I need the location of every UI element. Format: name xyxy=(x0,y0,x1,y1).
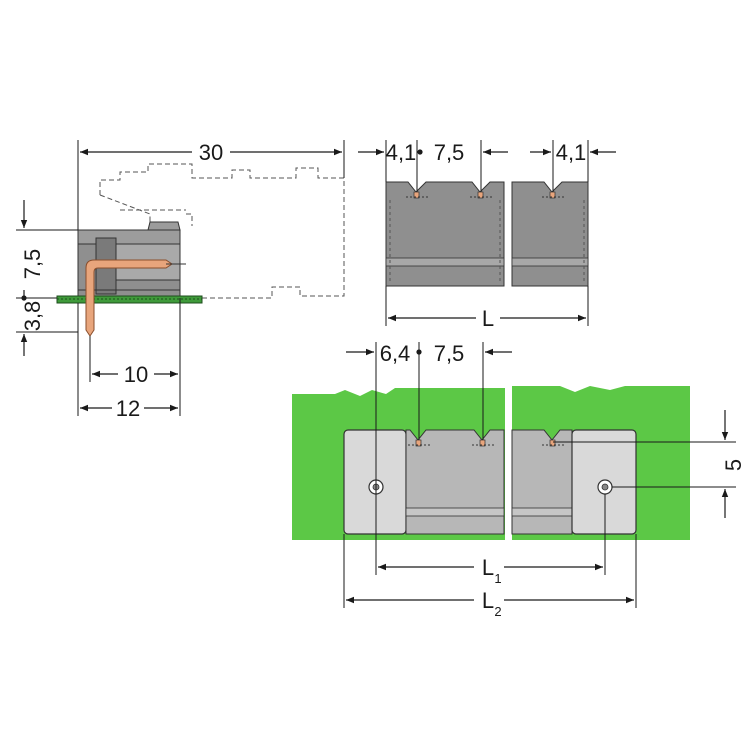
header-block-left xyxy=(385,181,505,287)
dim-pitch: 7,5 xyxy=(434,140,465,165)
dim-edge-right: 4,1 xyxy=(556,140,587,165)
dim-flange-edge: 6,4 xyxy=(380,341,411,366)
housing-top-rib xyxy=(77,229,181,245)
dim-pcb-offset: 3,8 xyxy=(20,301,45,332)
mating-plug-detail xyxy=(99,194,193,226)
dim-height: 7,5 xyxy=(20,249,45,280)
dim-l2-main: L xyxy=(482,588,494,613)
screw-head-right xyxy=(601,483,609,491)
header-rib xyxy=(511,257,589,267)
side-view: 30 7,5 3,8 10 12 xyxy=(16,140,345,421)
pin-marker xyxy=(549,439,556,447)
dim-dot xyxy=(21,295,27,301)
dim-l2-sub: 2 xyxy=(494,604,501,619)
dim-base-depth: 12 xyxy=(116,396,140,421)
dim-overall-length: 30 xyxy=(199,140,223,165)
housing-latch xyxy=(147,221,181,231)
dim-screw-offset: 5 xyxy=(721,459,746,471)
header-rib xyxy=(511,507,573,517)
header-rib xyxy=(385,257,505,267)
dim-length: L xyxy=(482,306,494,331)
top-view: 4,1 7,5 4,1 L xyxy=(358,140,616,331)
dim-l1-main: L xyxy=(482,555,494,580)
header-rib xyxy=(405,507,505,517)
flange-view: 6,4 7,5 5 L 1 L 2 xyxy=(292,341,746,619)
dim-edge-left: 4,1 xyxy=(386,140,417,165)
dim-dot xyxy=(416,349,422,355)
dim-l1-sub: 1 xyxy=(494,571,501,586)
dim-dot xyxy=(417,149,423,155)
dim-pin-distance: 10 xyxy=(124,362,148,387)
dim-pitch-flanged: 7,5 xyxy=(434,341,465,366)
header-block-flanged-right xyxy=(511,429,573,535)
solder-pin xyxy=(85,259,173,337)
mating-plug-outline xyxy=(99,163,345,299)
